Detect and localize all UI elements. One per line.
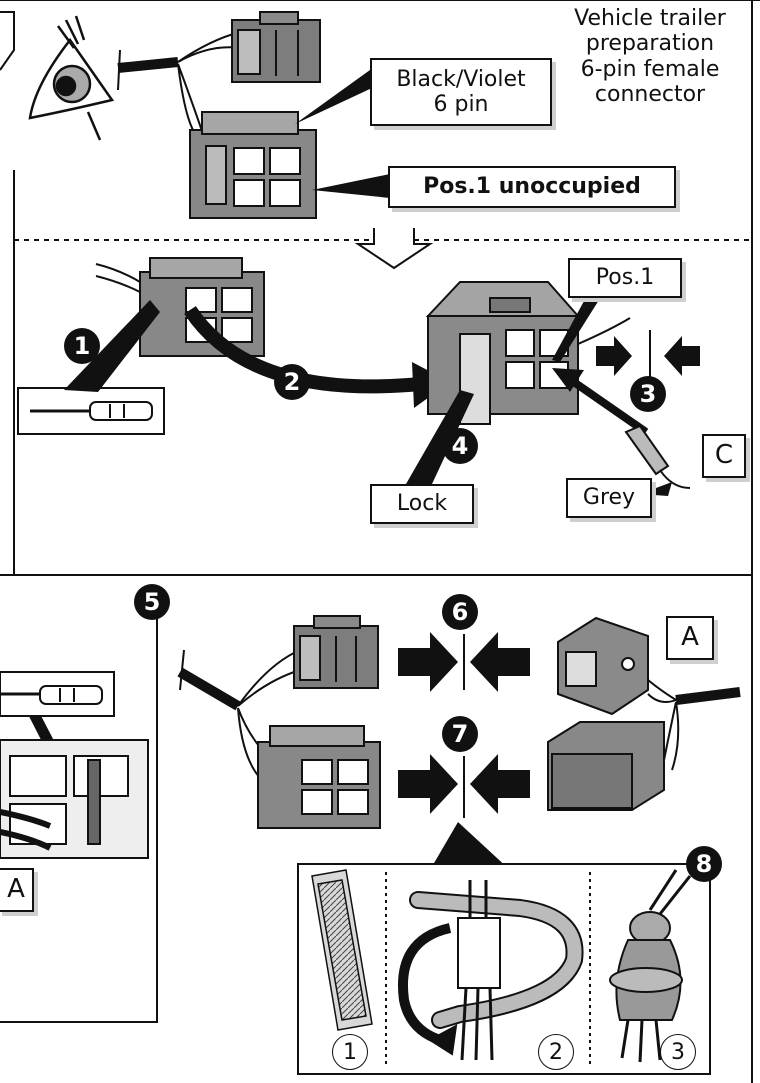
step8-pointer — [430, 822, 510, 870]
connector-6-right — [557, 616, 649, 716]
a-label-left: A — [0, 868, 34, 912]
small-connector-top — [231, 11, 321, 83]
connector-callout: Black/Violet 6 pin — [370, 58, 552, 126]
tape-wrap — [398, 880, 584, 1061]
substep-2: 2 — [538, 1034, 574, 1070]
c-label: C — [702, 434, 746, 478]
step-badge-4: 4 — [442, 428, 478, 464]
position-callout: Pos.1 unoccupied — [388, 166, 676, 208]
arrow-fragment — [0, 11, 15, 71]
lock-label: Lock — [370, 484, 474, 524]
connector-7-left — [257, 725, 381, 829]
down-arrow — [354, 228, 434, 270]
connector-6-left — [293, 615, 379, 689]
step-badge-2: 2 — [274, 364, 310, 400]
step-badge-3: 3 — [630, 376, 666, 412]
step5-detail — [0, 671, 149, 859]
a-label-right: A — [666, 616, 714, 660]
step-badge-8: 8 — [686, 846, 722, 882]
callout-pointers — [295, 70, 390, 198]
step7-mating-arrows — [398, 754, 530, 818]
pos1-label: Pos.1 — [568, 258, 682, 298]
insertion-arrow — [552, 368, 649, 436]
connector-step1 — [95, 257, 265, 357]
connector-center — [425, 281, 631, 425]
screwdriver-tool — [17, 387, 165, 435]
cable-bundle-lower — [177, 649, 301, 781]
top-caption: Vehicle trailer preparation 6-pin female… — [574, 6, 726, 107]
step-badge-7: 7 — [442, 716, 478, 752]
substep-1: 1 — [332, 1034, 368, 1070]
pos1-pointer — [552, 290, 604, 362]
cable-bundle-top — [117, 31, 241, 141]
grey-label: Grey — [566, 478, 652, 518]
substep-3: 3 — [660, 1034, 696, 1070]
step3-push-arrows — [596, 330, 700, 384]
step1-pointer — [64, 300, 160, 392]
terminal-pin — [624, 424, 691, 489]
tape-strip — [311, 869, 373, 1031]
connector-7-right — [547, 721, 665, 811]
step-badge-5: 5 — [134, 584, 170, 620]
wrapped-connector — [609, 869, 692, 1063]
step-badge-6: 6 — [442, 594, 478, 630]
step6-mating-arrows — [398, 632, 530, 692]
cable-bundle-right — [647, 679, 741, 771]
lock-pointer — [406, 390, 474, 484]
step-badge-1: 1 — [64, 328, 100, 364]
eye-icon — [28, 15, 115, 141]
six-pin-connector-top — [189, 111, 317, 219]
